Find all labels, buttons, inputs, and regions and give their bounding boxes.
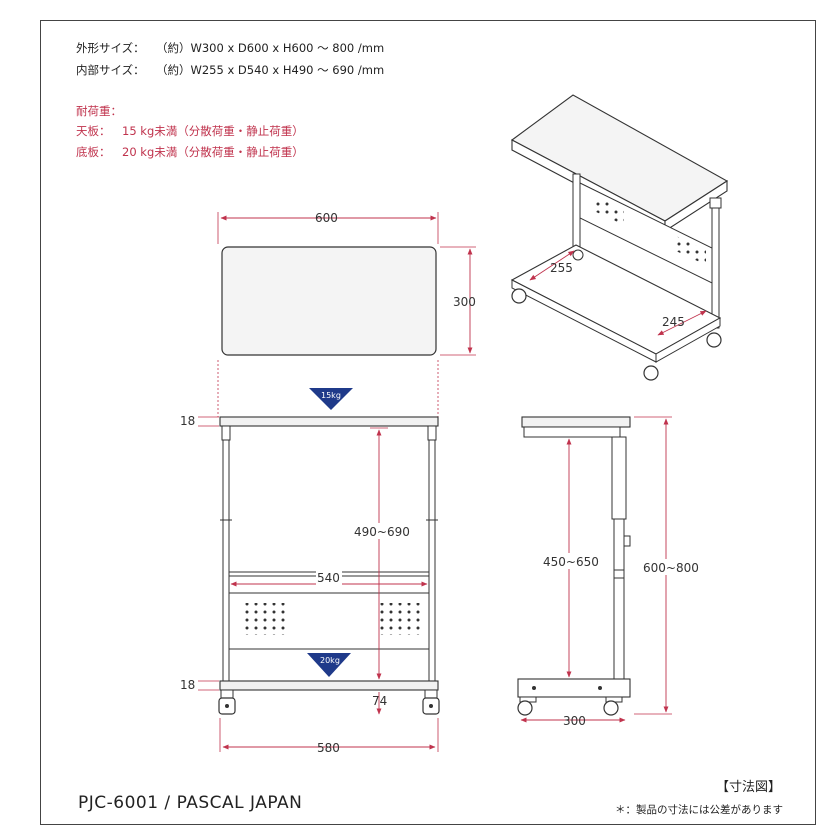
side-knob — [623, 535, 631, 547]
drawing-caption: 【寸法図】 — [715, 780, 781, 795]
dim-total-height: 600~800 — [643, 561, 699, 575]
tolerance-note: ＊：製品の寸法には公差があります — [615, 804, 783, 816]
outer-size-value: （約）W300 x D600 x H600 ～ 800 /mm — [156, 41, 385, 55]
top-board-load: 15 kg未満（分散荷重・静止荷重） — [122, 124, 304, 138]
dim-top-width: 600 — [315, 211, 338, 225]
front-left-post — [222, 439, 230, 691]
dim-side-inner-height: 450~650 — [543, 555, 599, 569]
side-caster-right — [603, 700, 619, 716]
top-board-label: 天板： — [76, 124, 111, 138]
dim-top-depth: 300 — [453, 295, 476, 309]
side-base — [517, 678, 631, 698]
load-badge-top-icon — [309, 388, 353, 410]
outer-size-label: 外形サイズ： — [76, 41, 145, 55]
bottom-board-load: 20 kg未満（分散荷重・静止荷重） — [122, 145, 304, 159]
dim-line-iso-inner-width — [657, 310, 707, 336]
load-title: 耐荷重： — [76, 104, 122, 118]
dim-base-width: 580 — [317, 741, 340, 755]
load-badge-bottom-icon — [307, 653, 351, 677]
bottom-board-label: 底板： — [76, 145, 111, 159]
side-caster-left — [517, 700, 533, 716]
dim-inner-width: 540 — [317, 571, 340, 585]
iso-caster-3 — [706, 332, 722, 348]
drawing-frame — [40, 20, 816, 825]
top-view: 600 300 — [217, 211, 476, 417]
isometric-view: 255 245 — [510, 94, 729, 381]
dim-side-base-width: 300 — [563, 714, 586, 728]
front-bottom-board — [219, 680, 439, 691]
dim-iso-inner-depth: 255 — [550, 261, 573, 275]
dim-shelf-gap: 74 — [372, 694, 387, 708]
inner-size-label: 内部サイズ： — [76, 63, 145, 77]
dim-inner-height: 490~690 — [354, 525, 410, 539]
side-post — [613, 518, 625, 680]
side-view: 450~650 600~800 300 — [517, 416, 699, 728]
model-name: PJC-6001 / PASCAL JAPAN — [78, 793, 303, 813]
dim-line-iso-inner-depth — [529, 250, 575, 281]
front-view: 15kg 20kg 18 18 — [180, 388, 440, 755]
load-badge-top: 15kg — [321, 391, 341, 400]
dim-top-board-thickness: 18 — [180, 414, 195, 428]
side-top-board — [521, 416, 631, 428]
iso-caster-2 — [643, 365, 659, 381]
dim-bottom-board-thickness: 18 — [180, 678, 195, 692]
iso-caster-1 — [511, 288, 527, 304]
front-top-board — [219, 416, 439, 427]
dim-iso-inner-width: 245 — [662, 315, 685, 329]
inner-size-value: （約）W255 x D540 x H490 ～ 690 /mm — [156, 63, 385, 77]
load-badge-bottom: 20kg — [320, 656, 340, 665]
front-right-post — [428, 439, 436, 691]
top-board-plan — [221, 246, 437, 356]
